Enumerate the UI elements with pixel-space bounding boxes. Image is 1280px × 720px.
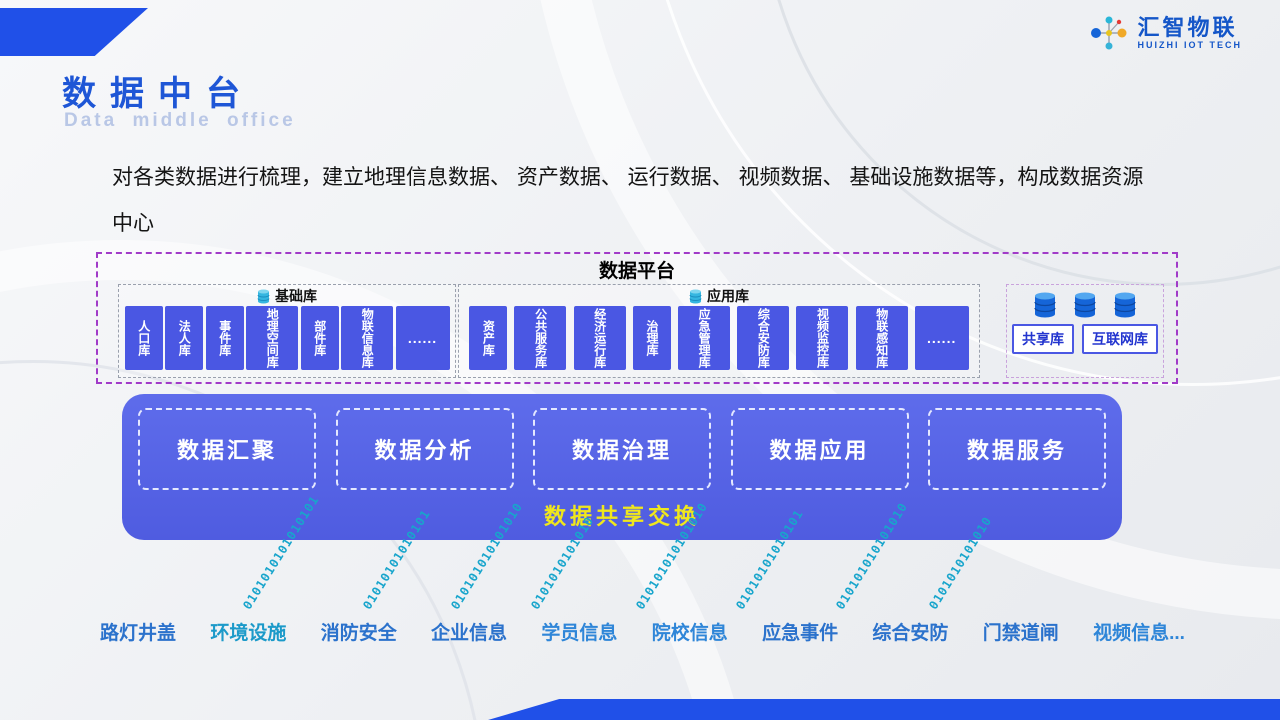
data-source-label: 企业信息 xyxy=(431,623,508,644)
page-subtitle: Data middle office xyxy=(64,110,296,131)
db-box: 公共服务库 xyxy=(514,306,567,370)
db-box: 经济运行库 xyxy=(573,306,626,370)
internet-library-box: 互联网库 xyxy=(1082,324,1158,354)
intro-paragraph: 对各类数据进行梳理，建立地理信息数据、 资产数据、 运行数据、 视频数据、 基础… xyxy=(112,166,1144,236)
db-box: 综合安防库 xyxy=(737,306,790,370)
binary-stream: 0101010101010 xyxy=(926,513,995,612)
data-exchange-label: 数据共享交换 xyxy=(543,504,700,529)
db-box: 人口库 xyxy=(124,306,163,370)
basic-library-group: 基础库 人口库 法人库 事件库 地理空间库 部件库 物联信息库 ...... xyxy=(118,284,456,378)
data-source-label: 视频信息... xyxy=(1093,623,1185,644)
data-middle-container: 数据汇聚 数据分析 数据治理 数据应用 数据服务 数据共享交换 xyxy=(122,394,1122,540)
database-cylinder-icon xyxy=(1074,292,1096,318)
logo-network-icon xyxy=(1090,16,1126,50)
application-library-label: 应用库 xyxy=(459,286,979,306)
db-box: 物联信息库 xyxy=(341,306,393,370)
database-cylinder-icon xyxy=(1114,292,1136,318)
application-library-group: 应用库 资产库 公共服务库 经济运行库 治理库 应急管理库 综合安防库 视频监控… xyxy=(458,284,980,378)
data-platform-box: 数据平台 基础库 人口库 法人库 事件库 地理空间库 部件库 物联信息库 xyxy=(96,252,1178,384)
share-library-panel: 共享库 互联网库 xyxy=(1006,284,1164,378)
top-left-ribbon xyxy=(0,8,148,56)
module-box: 数据治理 xyxy=(533,408,711,490)
database-cylinders xyxy=(1007,291,1163,318)
db-box: 部件库 xyxy=(300,306,339,370)
binary-stream-layer: 0101010101010101 01010101010101 01010101… xyxy=(0,493,1280,616)
database-icon xyxy=(689,289,702,303)
platform-title: 数据平台 xyxy=(598,261,675,282)
application-library-items: 资产库 公共服务库 经济运行库 治理库 应急管理库 综合安防库 视频监控库 物联… xyxy=(459,306,979,370)
data-source-label: 消防安全 xyxy=(320,623,397,644)
data-source-label: 门禁道闸 xyxy=(982,623,1059,644)
bottom-right-ribbon xyxy=(488,699,1280,720)
module-box: 数据服务 xyxy=(928,408,1106,490)
db-box: 治理库 xyxy=(632,306,671,370)
company-logo: 汇智物联 HUIZHI IOT TECH xyxy=(1088,12,1243,54)
module-box: 数据分析 xyxy=(335,408,514,490)
db-box: 视频监控库 xyxy=(796,306,849,370)
basic-library-label: 基础库 xyxy=(119,286,455,306)
db-box: 资产库 xyxy=(469,306,508,370)
data-source-label: 学员信息 xyxy=(541,623,618,644)
db-box-more: ...... xyxy=(914,306,969,370)
data-source-label: 综合安防 xyxy=(872,623,949,644)
db-box: 法人库 xyxy=(165,306,203,370)
module-row: 数据汇聚 数据分析 数据治理 数据应用 数据服务 xyxy=(122,394,1122,490)
data-source-row: 路灯井盖 环境设施 消防安全 企业信息 学员信息 院校信息 应急事件 综合安防 … xyxy=(100,618,1185,645)
data-source-label: 环境设施 xyxy=(210,623,287,644)
basic-library-items: 人口库 法人库 事件库 地理空间库 部件库 物联信息库 ...... xyxy=(119,306,455,370)
logo-subtitle: HUIZHI IOT TECH xyxy=(1137,40,1242,51)
module-box: 数据汇聚 xyxy=(138,408,316,490)
database-icon xyxy=(257,289,270,303)
binary-stream: 0101010101010 xyxy=(528,513,597,612)
db-box: 物联感知库 xyxy=(855,306,908,370)
database-cylinder-icon xyxy=(1034,292,1056,318)
share-library-box: 共享库 xyxy=(1012,324,1074,354)
data-source-label: 路灯井盖 xyxy=(100,623,177,644)
data-source-label: 应急事件 xyxy=(762,623,839,644)
logo-name: 汇智物联 xyxy=(1137,15,1238,41)
db-box: 地理空间库 xyxy=(246,306,298,370)
db-box: 应急管理库 xyxy=(677,306,730,370)
module-box: 数据应用 xyxy=(730,408,909,490)
basic-library-title: 基础库 xyxy=(275,288,317,304)
page-title: 数据中台 xyxy=(62,75,254,113)
application-library-title: 应用库 xyxy=(707,288,749,304)
db-box-more: ...... xyxy=(395,306,450,370)
db-box: 事件库 xyxy=(205,306,244,370)
data-source-label: 院校信息 xyxy=(651,623,728,644)
